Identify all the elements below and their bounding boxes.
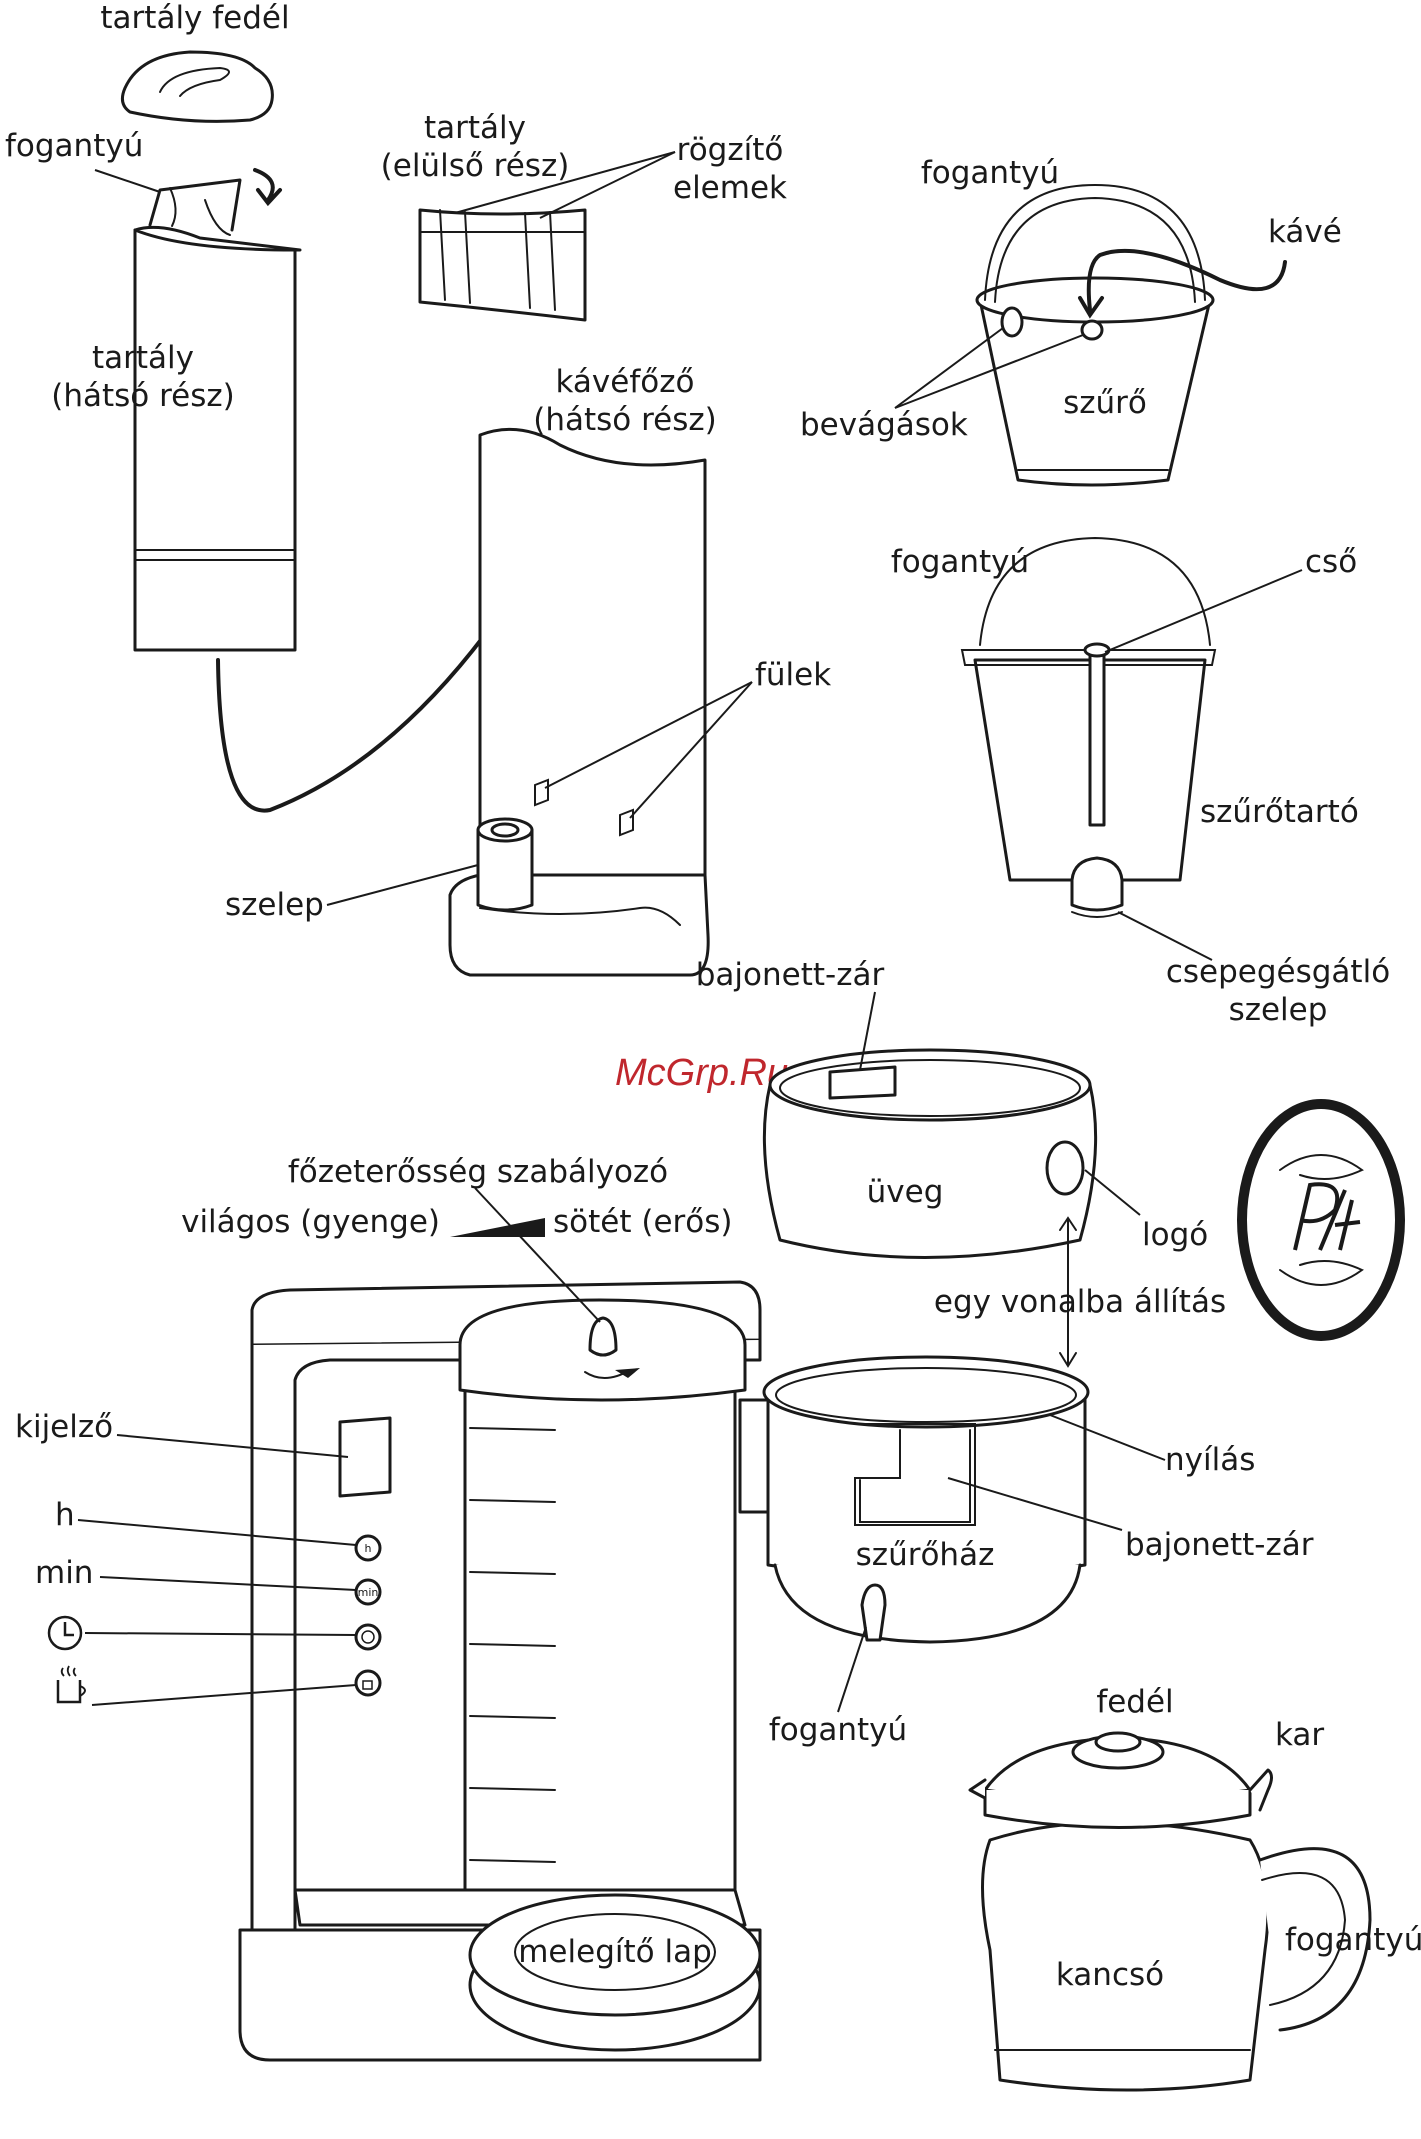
h-label: h bbox=[55, 1497, 75, 1533]
fixing-elements-label-1: rögzítő bbox=[677, 132, 784, 168]
maker-back bbox=[448, 427, 710, 977]
tank-lid-label: tartály fedél bbox=[100, 0, 289, 36]
filter-handle-label: fogantyú bbox=[921, 155, 1059, 191]
fixing-elements-label-2: elemek bbox=[673, 170, 787, 206]
maker-back-label-2: (hátsó rész) bbox=[533, 402, 717, 438]
filter-housing bbox=[738, 1355, 1090, 1644]
min-label: min bbox=[35, 1555, 93, 1591]
tank-back bbox=[133, 178, 302, 652]
keep-warm-button[interactable] bbox=[362, 1680, 373, 1690]
tabs-label: fülek bbox=[755, 657, 831, 693]
notches-label: bevágások bbox=[800, 407, 968, 443]
glass-label: üveg bbox=[867, 1174, 944, 1210]
filter-holder-label: szűrőtartó bbox=[1200, 794, 1359, 830]
opening-label: nyílás bbox=[1165, 1442, 1255, 1478]
clock-icon bbox=[361, 1630, 375, 1644]
light-label: világos (gyenge) bbox=[181, 1204, 440, 1240]
drip-stop-label-1: csepegésgátló bbox=[1166, 954, 1390, 990]
steam-cup-icon bbox=[362, 1680, 373, 1690]
warming-plate-label: melegítő lap bbox=[518, 1934, 712, 1970]
coffee-maker-main bbox=[238, 1280, 762, 2062]
tank-handle-label: fogantyú bbox=[5, 128, 143, 164]
insert-arrow bbox=[253, 168, 275, 202]
logo-label: logó bbox=[1142, 1217, 1208, 1253]
dark-label: sötét (erős) bbox=[553, 1204, 732, 1240]
tank-front-label-1: tartály bbox=[424, 110, 526, 146]
strength-scale bbox=[450, 1218, 545, 1237]
min-button[interactable]: min bbox=[358, 1586, 379, 1599]
jug-handle-label: fogantyú bbox=[1285, 1922, 1421, 1958]
bayonet-top-label: bajonett-zár bbox=[696, 957, 885, 993]
lid-label: fedél bbox=[1096, 1684, 1173, 1720]
filter-label: szűrő bbox=[1063, 385, 1147, 421]
filter bbox=[975, 183, 1215, 487]
watermark: McGrp.Ru bbox=[615, 1052, 788, 1094]
holder-handle-label: fogantyú bbox=[891, 544, 1029, 580]
filter-holder bbox=[960, 536, 1217, 918]
jug-label: kancsó bbox=[1056, 1957, 1164, 1993]
strength-label: főzeterősség szabályozó bbox=[288, 1154, 668, 1190]
tube-label: cső bbox=[1305, 544, 1357, 580]
jug bbox=[968, 1731, 1372, 2092]
tank-back-label-1: tartály bbox=[92, 340, 194, 376]
drip-stop-label-2: szelep bbox=[1229, 992, 1328, 1028]
housing-handle-label: fogantyú bbox=[769, 1712, 907, 1748]
coffee-label: kávé bbox=[1268, 214, 1342, 250]
valve-label: szelep bbox=[225, 887, 324, 923]
glass-ring bbox=[762, 1048, 1098, 1259]
lever-label: kar bbox=[1275, 1717, 1324, 1753]
clock-icon bbox=[47, 1615, 83, 1651]
tank-back-label-2: (hátsó rész) bbox=[51, 378, 235, 414]
logo-monogram-icon bbox=[1237, 1099, 1405, 1341]
h-button[interactable]: h bbox=[365, 1542, 372, 1555]
steam-cup-icon bbox=[56, 1665, 86, 1704]
bayonet-bottom-label: bajonett-zár bbox=[1125, 1527, 1314, 1563]
tank-front bbox=[418, 208, 587, 322]
tank-lid bbox=[120, 50, 274, 123]
clock-button[interactable] bbox=[361, 1630, 375, 1644]
filter-housing-label: szűrőház bbox=[856, 1537, 995, 1573]
display-label: kijelző bbox=[15, 1409, 113, 1445]
maker-back-label-1: kávéfőző bbox=[556, 364, 695, 400]
align-label: egy vonalba állítás bbox=[934, 1284, 1226, 1320]
tank-front-label-2: (elülső rész) bbox=[381, 148, 570, 184]
